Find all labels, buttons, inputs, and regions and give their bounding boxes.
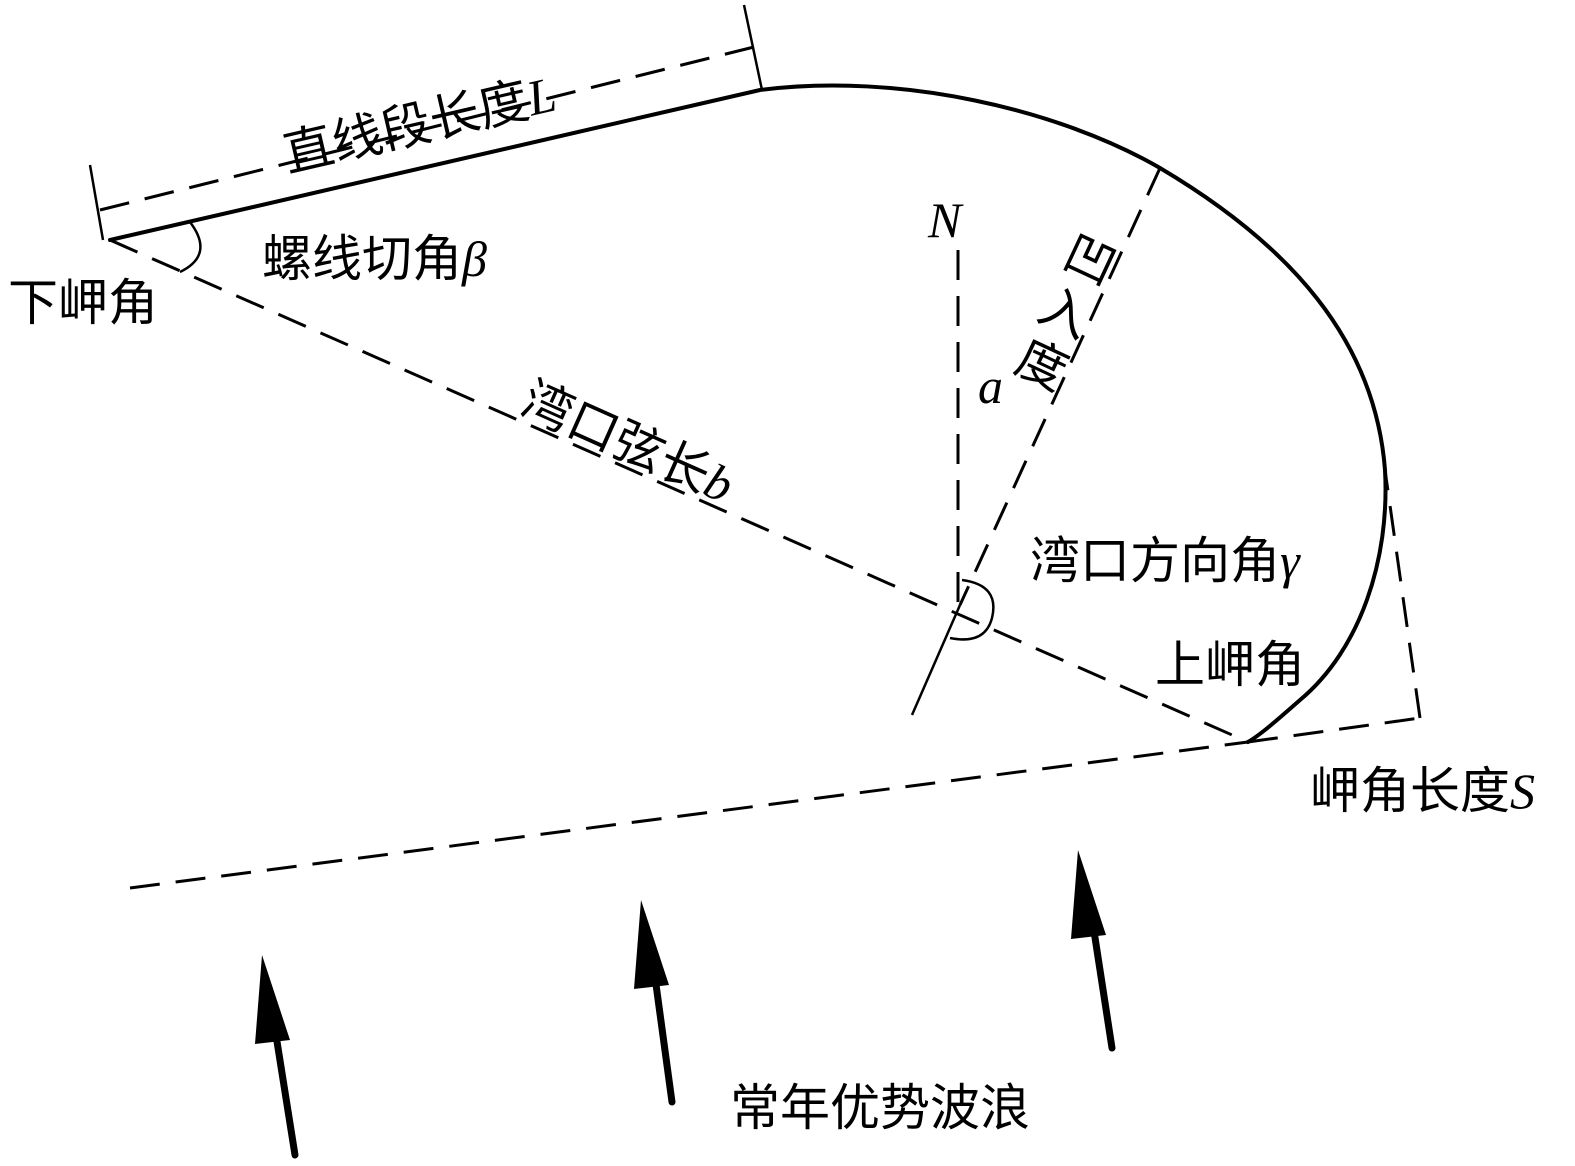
straight-length-tick-right [742, 4, 764, 91]
chord-length-label: 湾口弦长b [513, 370, 742, 515]
bay-chord-line [109, 238, 1249, 744]
bay-direction-label: 湾口方向角γ [1030, 532, 1301, 590]
spiral-angle-label: 螺线切角β [262, 230, 487, 288]
headland-length-label: 岬角长度S [1310, 762, 1535, 820]
dominant-waves-label: 常年优势波浪 [730, 1079, 1030, 1137]
straight-length-tick-left [88, 164, 105, 241]
wave-baseline [129, 740, 1249, 890]
headland-length-line-side [1383, 469, 1422, 719]
indentation-line [958, 167, 1162, 606]
wave-arrow-3 [1071, 850, 1116, 1052]
wave-arrow-2 [634, 900, 676, 1106]
spiral-angle-arc [179, 221, 202, 274]
bay-shoreline [108, 83, 1388, 744]
north-label: N [927, 192, 964, 248]
lower-headland-label: 下岬角 [8, 274, 158, 332]
upper-headland-label: 上岬角 [1155, 636, 1305, 694]
straight-length-dimension-line [99, 44, 759, 212]
indentation-line-extension [910, 604, 962, 716]
wave-arrow-1 [255, 955, 299, 1159]
bay-direction-angle-arc [949, 578, 995, 641]
indentation-var-label: a [978, 358, 1003, 414]
headland-length-line-top [1247, 716, 1421, 744]
straight-length-label: 直线段长度L [278, 65, 562, 184]
